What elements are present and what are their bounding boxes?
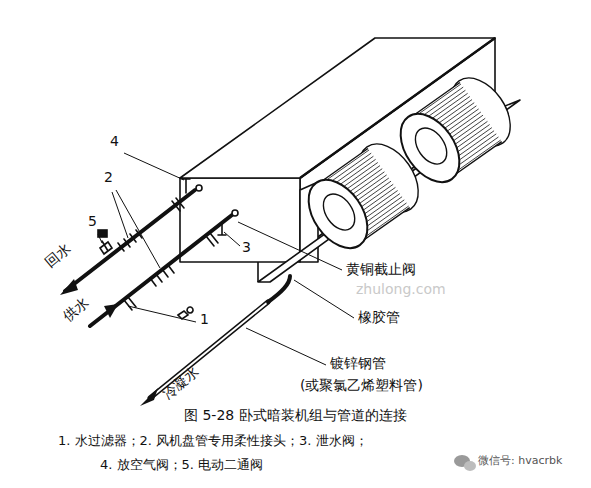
fan-inlet [297,169,380,259]
callout-number: 5 [88,214,97,229]
drain-plug [178,307,193,319]
condensate-arrow [140,388,158,406]
supply-arrow [104,304,118,318]
leader-line [246,328,326,365]
leader-line [112,192,128,238]
leader-lines [98,153,354,365]
watermark: 微信号: hvacrbk [478,455,562,467]
callout-number: 1 [200,312,209,327]
return-pipe [65,190,195,291]
shutoff-valve [206,233,218,246]
part-label: 黄铜截止阀 [346,262,416,277]
key-text: 1. 水过滤器；2. 风机盘管专用柔性接头；3. 泄水阀； [58,434,368,448]
air-vent-valve [182,179,190,193]
return-arrow [60,279,78,295]
flexible-joint [150,265,174,286]
fan-hub [317,188,361,236]
watermark: zhulong.com [356,282,446,297]
callout-number: 4 [110,134,119,149]
fan-hub [409,122,453,170]
part-label: (或聚氯乙烯塑料管) [300,378,423,393]
wechat-icon [454,455,476,471]
leader-line [128,306,196,322]
leader-line [98,234,102,243]
pipe-label: 回水 [42,241,73,271]
flexible-joint [118,230,142,251]
fan-coil-unit [180,38,520,282]
pipes [60,179,290,406]
part-label: 橡胶管 [358,310,400,325]
key-text: 4. 放空气阀；5. 电动二通阀 [100,458,263,472]
water-filter [124,297,136,310]
leader-line [124,153,184,180]
pipe-label: 供水 [60,295,91,325]
pipe-end [232,210,238,216]
leader-line [238,222,342,270]
rubber-hose [268,276,290,302]
supply-pipe [90,215,232,326]
part-label: 镀锌钢管 [330,356,386,371]
leader-line [116,190,160,268]
fan-wheel [389,67,523,193]
fan-inlet [389,103,472,193]
unit-end-face [180,178,300,262]
figure-caption: 图 5-28 卧式暗装机组与管道的连接 [184,408,407,423]
callout-number: 2 [104,170,113,185]
shutoff-valve [172,198,184,211]
callout-number: 3 [242,240,251,255]
fans [297,67,523,259]
leader-line [294,280,354,318]
leader-line [224,232,240,246]
pipe-end [196,185,202,191]
drain-pan-edge [257,262,259,282]
